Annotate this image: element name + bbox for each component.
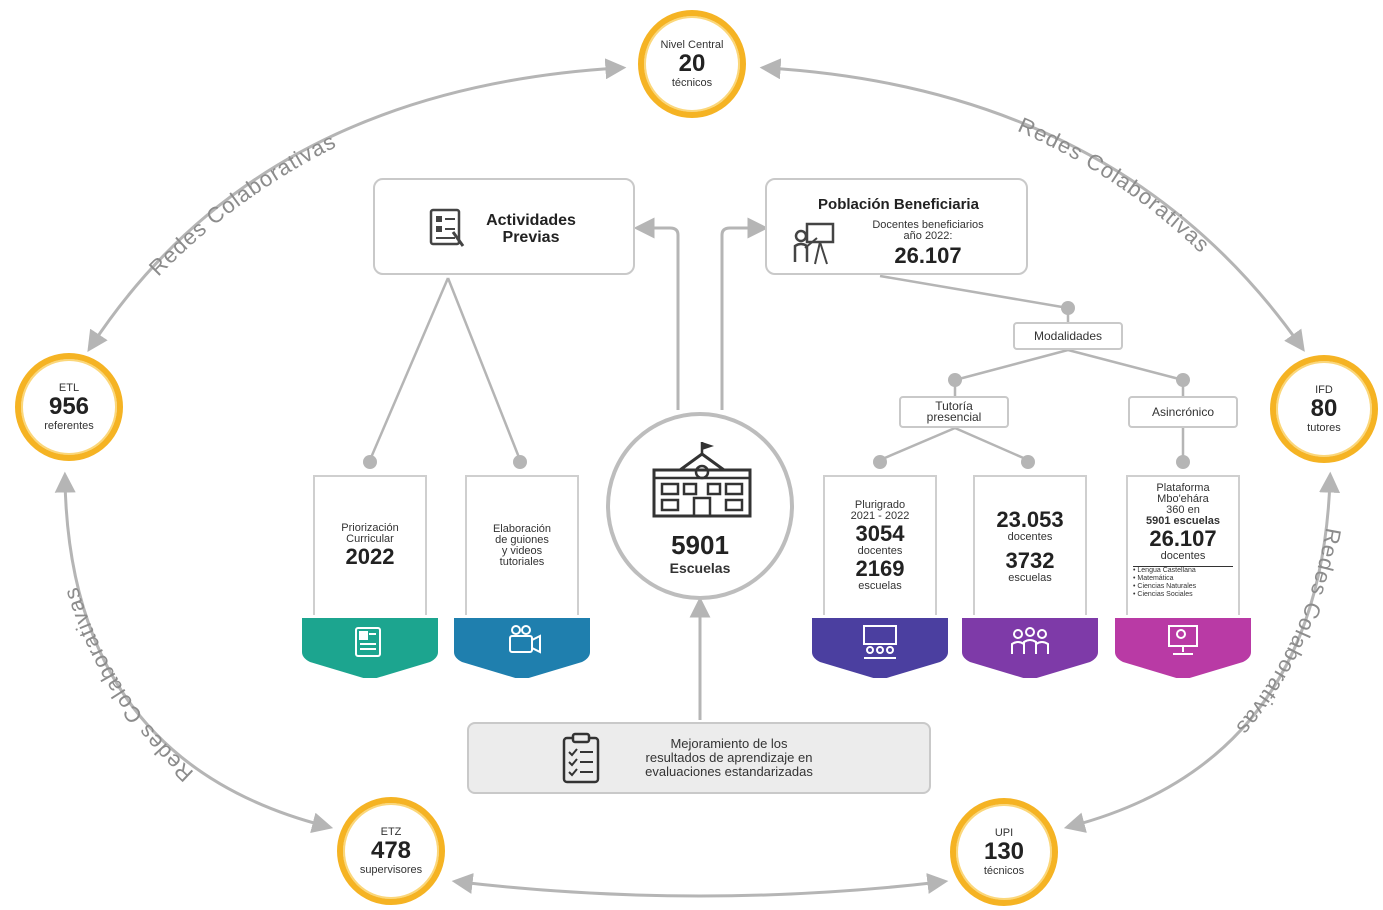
card-presencial-n1: 23.053 xyxy=(996,507,1064,532)
node-top-label: IFD xyxy=(1315,384,1333,396)
node-number: 956 xyxy=(48,393,90,420)
actividades-title-2: Previas xyxy=(502,229,560,246)
node-bottom-label: referentes xyxy=(44,420,94,432)
node-top-label: UPI xyxy=(994,827,1014,839)
card-presencial-u2: escuelas xyxy=(1008,572,1052,584)
node-number: 80 xyxy=(1310,395,1338,422)
node-number: 478 xyxy=(370,837,412,864)
card-plataforma-unit: docentes xyxy=(1160,550,1206,562)
checklist-icon xyxy=(429,208,465,247)
card-priorizacion-l2: Curricular xyxy=(346,533,394,545)
escuelas-number: 5901 xyxy=(671,530,729,560)
card-plurigrado-l1: Plurigrado xyxy=(854,499,906,511)
card-plurigrado-l2: 2021 - 2022 xyxy=(850,510,910,522)
card-priorizacion-l1: Priorización xyxy=(341,522,399,534)
card-plurigrado-u2: escuelas xyxy=(858,580,902,592)
subjects-list: • Lengua Castellana • Matemática • Cienc… xyxy=(1133,566,1233,599)
poblacion-number: 26.107 xyxy=(894,243,962,268)
node-bottom-label: supervisores xyxy=(359,864,423,876)
classroom-icon xyxy=(863,625,897,659)
subject-item: • Ciencias Naturales xyxy=(1133,583,1197,590)
card-elaboracion-l1: Elaboración xyxy=(492,523,552,535)
actividades-previas-box: Actividades Previas xyxy=(373,178,635,275)
node-top-label: ETZ xyxy=(380,826,402,838)
badge-elaboracion xyxy=(454,618,590,678)
node-nivel-central: Nivel Central 20 técnicos xyxy=(638,10,746,118)
tutoria-presencial-label: Tutoría presencial xyxy=(899,396,1009,428)
escuelas-label: Escuelas xyxy=(669,560,731,576)
tutoria-line-1: Tutoría xyxy=(935,399,973,413)
mejoramiento-box: Mejoramiento de los resultados de aprend… xyxy=(467,722,931,794)
node-bottom-label: técnicos xyxy=(983,865,1025,877)
asincronico-label: Asincrónico xyxy=(1128,396,1238,428)
card-elaboracion-l3: y videos xyxy=(501,545,543,557)
badge-plataforma xyxy=(1115,618,1251,678)
school-icon xyxy=(652,442,752,518)
node-top-label: ETL xyxy=(58,382,80,394)
card-plurigrado-u1: docentes xyxy=(857,545,903,557)
card-presencial: 23.053 docentes 3732 escuelas xyxy=(973,475,1087,615)
badge-presencial xyxy=(962,618,1098,678)
card-plataforma-l4: 5901 escuelas xyxy=(1145,515,1220,527)
card-plataforma: Plataforma Mbo'ehára 360 en 5901 escuela… xyxy=(1126,475,1240,615)
card-elaboracion-l2: de guiones xyxy=(495,534,549,546)
mejoramiento-line-1: Mejoramiento de los xyxy=(670,736,788,751)
tutoria-line-2: presencial xyxy=(926,410,982,424)
node-ifd: IFD 80 tutores xyxy=(1270,355,1378,463)
presenter-icon xyxy=(793,222,835,265)
poblacion-beneficiaria-box: Población Beneficiaria Docentes benefici… xyxy=(765,178,1028,275)
card-elaboracion: Elaboración de guiones y videos tutorial… xyxy=(465,475,579,615)
node-bottom-label: técnicos xyxy=(671,77,713,89)
arc-label-top-right: Redes Colaborativas xyxy=(1015,112,1216,257)
node-etl: ETL 956 referentes xyxy=(15,353,123,461)
mejoramiento-line-2: resultados de aprendizaje en xyxy=(645,750,813,765)
subject-item: • Ciencias Sociales xyxy=(1133,591,1193,598)
poblacion-sub-2: año 2022: xyxy=(903,230,953,242)
node-number: 20 xyxy=(678,50,706,77)
card-priorizacion: Priorización Curricular 2022 xyxy=(313,475,427,615)
escuelas-circle: 5901 Escuelas xyxy=(606,412,794,600)
clipboard-icon xyxy=(562,732,600,784)
card-priorizacion-number: 2022 xyxy=(345,544,395,569)
video-icon xyxy=(509,625,541,654)
card-plurigrado: Plurigrado 2021 - 2022 3054 docentes 216… xyxy=(823,475,937,615)
modalidades-label: Modalidades xyxy=(1013,322,1123,350)
card-plurigrado-n2: 2169 xyxy=(855,556,905,581)
group-icon xyxy=(1011,627,1049,654)
arc-label-bottom-left: Redes Colaborativas xyxy=(58,584,198,787)
node-top-label: Nivel Central xyxy=(660,39,724,51)
node-upi: UPI 130 técnicos xyxy=(950,798,1058,906)
card-plurigrado-n1: 3054 xyxy=(855,521,905,546)
subject-item: • Lengua Castellana xyxy=(1133,567,1196,574)
subject-item: • Matemática xyxy=(1133,575,1174,582)
card-plataforma-l1: Plataforma xyxy=(1156,482,1210,494)
poblacion-sub-1: Docentes beneficiarios xyxy=(872,219,984,231)
computer-user-icon xyxy=(1168,625,1198,655)
mejoramiento-line-3: evaluaciones estandarizadas xyxy=(645,764,813,779)
badge-priorizacion xyxy=(302,618,438,678)
node-etz: ETZ 478 supervisores xyxy=(337,797,445,905)
card-plataforma-l2: Mbo'ehára xyxy=(1157,493,1209,505)
badge-plurigrado xyxy=(812,618,948,678)
arc-label-top-left: Redes Colaborativas xyxy=(144,128,340,280)
document-icon xyxy=(355,627,381,657)
card-elaboracion-l4: tutoriales xyxy=(499,556,545,568)
card-plataforma-number: 26.107 xyxy=(1149,526,1217,551)
node-bottom-label: tutores xyxy=(1307,422,1341,434)
card-plataforma-l3: 360 en xyxy=(1166,504,1200,516)
node-number: 130 xyxy=(983,838,1025,865)
actividades-title-1: Actividades xyxy=(486,212,576,229)
poblacion-title: Población Beneficiaria xyxy=(818,196,979,213)
card-presencial-u1: docentes xyxy=(1007,531,1053,543)
card-presencial-n2: 3732 xyxy=(1005,548,1055,573)
